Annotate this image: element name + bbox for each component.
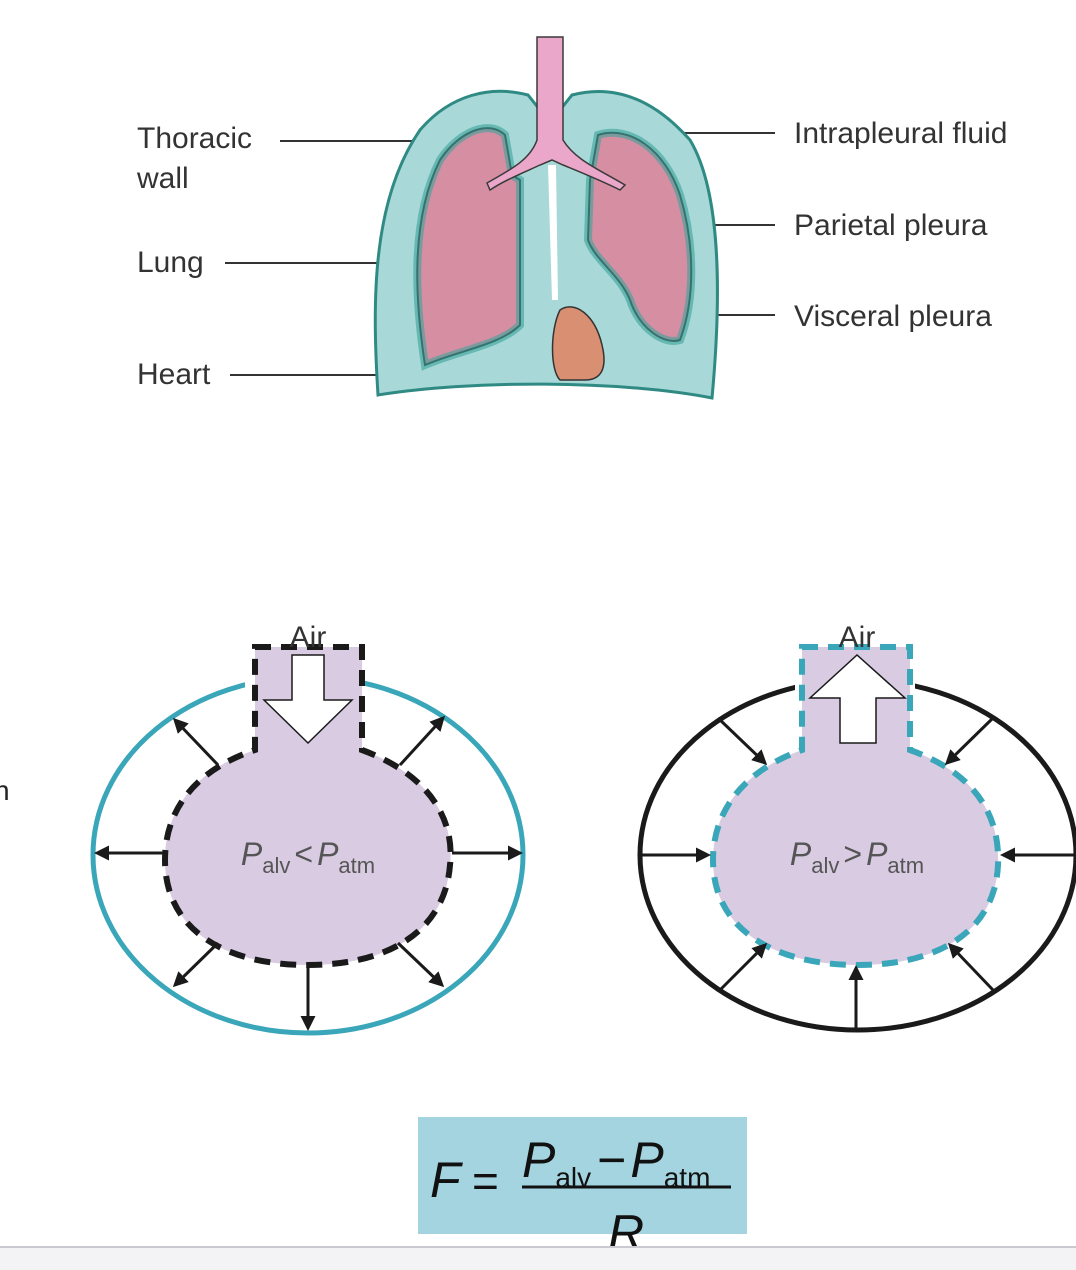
lung-pleura-diagram [225, 36, 775, 400]
label-intrapleural-fluid: Intrapleural fluid [794, 117, 1008, 150]
pressure-relation-label: Palv>Patm [790, 836, 924, 878]
formula-background [418, 1117, 747, 1234]
formula-equals: = [472, 1155, 499, 1207]
alveolus-pressure-diagrams: Air Palv<Patm Air Palv>Patm [90, 621, 1076, 1036]
label-thoracic-wall-line1: Thoracic [137, 122, 253, 155]
compression-arrows [640, 716, 1076, 1032]
air-label: Air [839, 621, 876, 654]
mediastinum [548, 165, 558, 300]
trachea [486, 36, 627, 192]
air-out-arrow [808, 653, 907, 744]
bottom-bar [0, 1246, 1076, 1270]
flow-formula: F = Palv−Patm R [418, 1117, 747, 1260]
alveolus-expiration: Air Palv>Patm [637, 621, 1076, 1033]
air-in-arrow [262, 654, 354, 745]
alveolus-body [709, 644, 1002, 969]
alveolus-inspiration: Air Palv<Patm [90, 621, 526, 1036]
label-thoracic-wall-line2: wall [137, 162, 189, 195]
pressure-relation-label: Palv<Patm [241, 836, 375, 878]
label-visceral-pleura: Visceral pleura [794, 300, 992, 333]
label-parietal-pleura: Parietal pleura [794, 209, 988, 242]
cropped-edge-text: n [0, 775, 10, 806]
formula-lhs: F [430, 1152, 463, 1208]
air-label: Air [290, 621, 327, 654]
label-lung: Lung [137, 246, 204, 279]
heart [551, 306, 605, 381]
label-heart: Heart [137, 358, 211, 391]
expansion-arrows [94, 715, 523, 1031]
alveolus-body [161, 644, 454, 969]
